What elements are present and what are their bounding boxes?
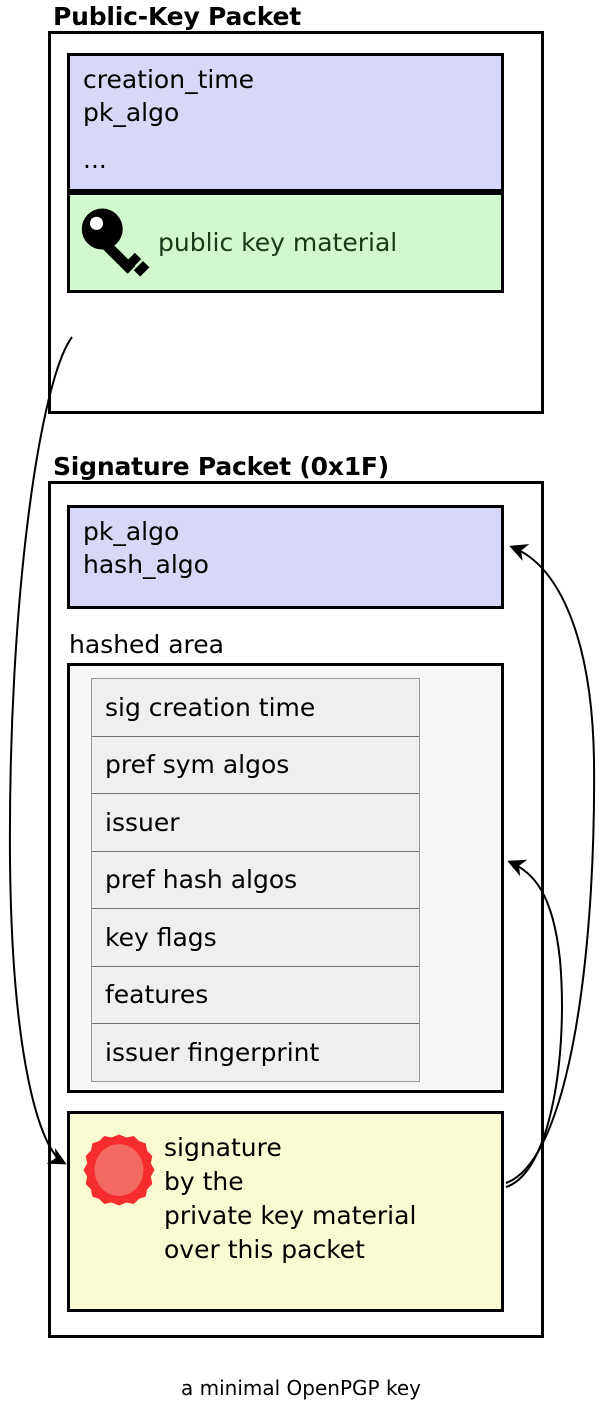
hashed-area-label: hashed area [69, 630, 224, 659]
metadata-line-ellipsis: ... [83, 145, 107, 174]
public-key-packet-title: Public-Key Packet [53, 2, 302, 31]
subpacket-row: pref hash algos [92, 851, 419, 909]
signature-packet-title: Signature Packet (0x1F) [53, 452, 390, 481]
sig-line-1: signature [164, 1133, 282, 1162]
subpacket-row: key flags [92, 909, 419, 967]
public-key-material-row: public key material [70, 195, 501, 290]
public-key-metadata-lines: creation_time pk_algo ... [83, 63, 495, 176]
key-icon [81, 208, 150, 277]
subpacket-list: sig creation time pref sym algos issuer … [91, 678, 420, 1082]
subpacket-row: issuer fingerprint [92, 1024, 419, 1082]
signature-metadata-lines: pk_algo hash_algo [83, 515, 495, 581]
subpacket-row: pref sym algos [92, 736, 419, 794]
metadata-line-pk-algo: pk_algo [83, 98, 180, 127]
public-key-metadata-box: creation_time pk_algo ... [67, 53, 504, 192]
subpacket-row: issuer [92, 794, 419, 852]
diagram-caption: a minimal OpenPGP key [181, 1376, 421, 1400]
subpacket-row: features [92, 966, 419, 1024]
sig-metadata-line-hash-algo: hash_algo [83, 550, 209, 579]
signature-metadata-box: pk_algo hash_algo [67, 505, 504, 609]
sig-line-2: by the [164, 1167, 244, 1196]
metadata-line-creation-time: creation_time [83, 65, 255, 94]
sig-line-4: over this packet [164, 1235, 365, 1264]
signature-value-row: signature by the private key material ov… [70, 1114, 501, 1309]
subpacket-row: sig creation time [92, 679, 419, 737]
signature-value-lines: signature by the private key material ov… [164, 1131, 416, 1267]
public-key-material-label: public key material [158, 228, 398, 257]
sig-metadata-line-pk-algo: pk_algo [83, 517, 180, 546]
hashed-area-frame: sig creation time pref sym algos issuer … [67, 663, 504, 1093]
sig-line-3: private key material [164, 1201, 417, 1230]
public-key-material-box: public key material [67, 192, 504, 293]
signature-value-box: signature by the private key material ov… [67, 1111, 504, 1312]
seal-icon [83, 1134, 155, 1206]
